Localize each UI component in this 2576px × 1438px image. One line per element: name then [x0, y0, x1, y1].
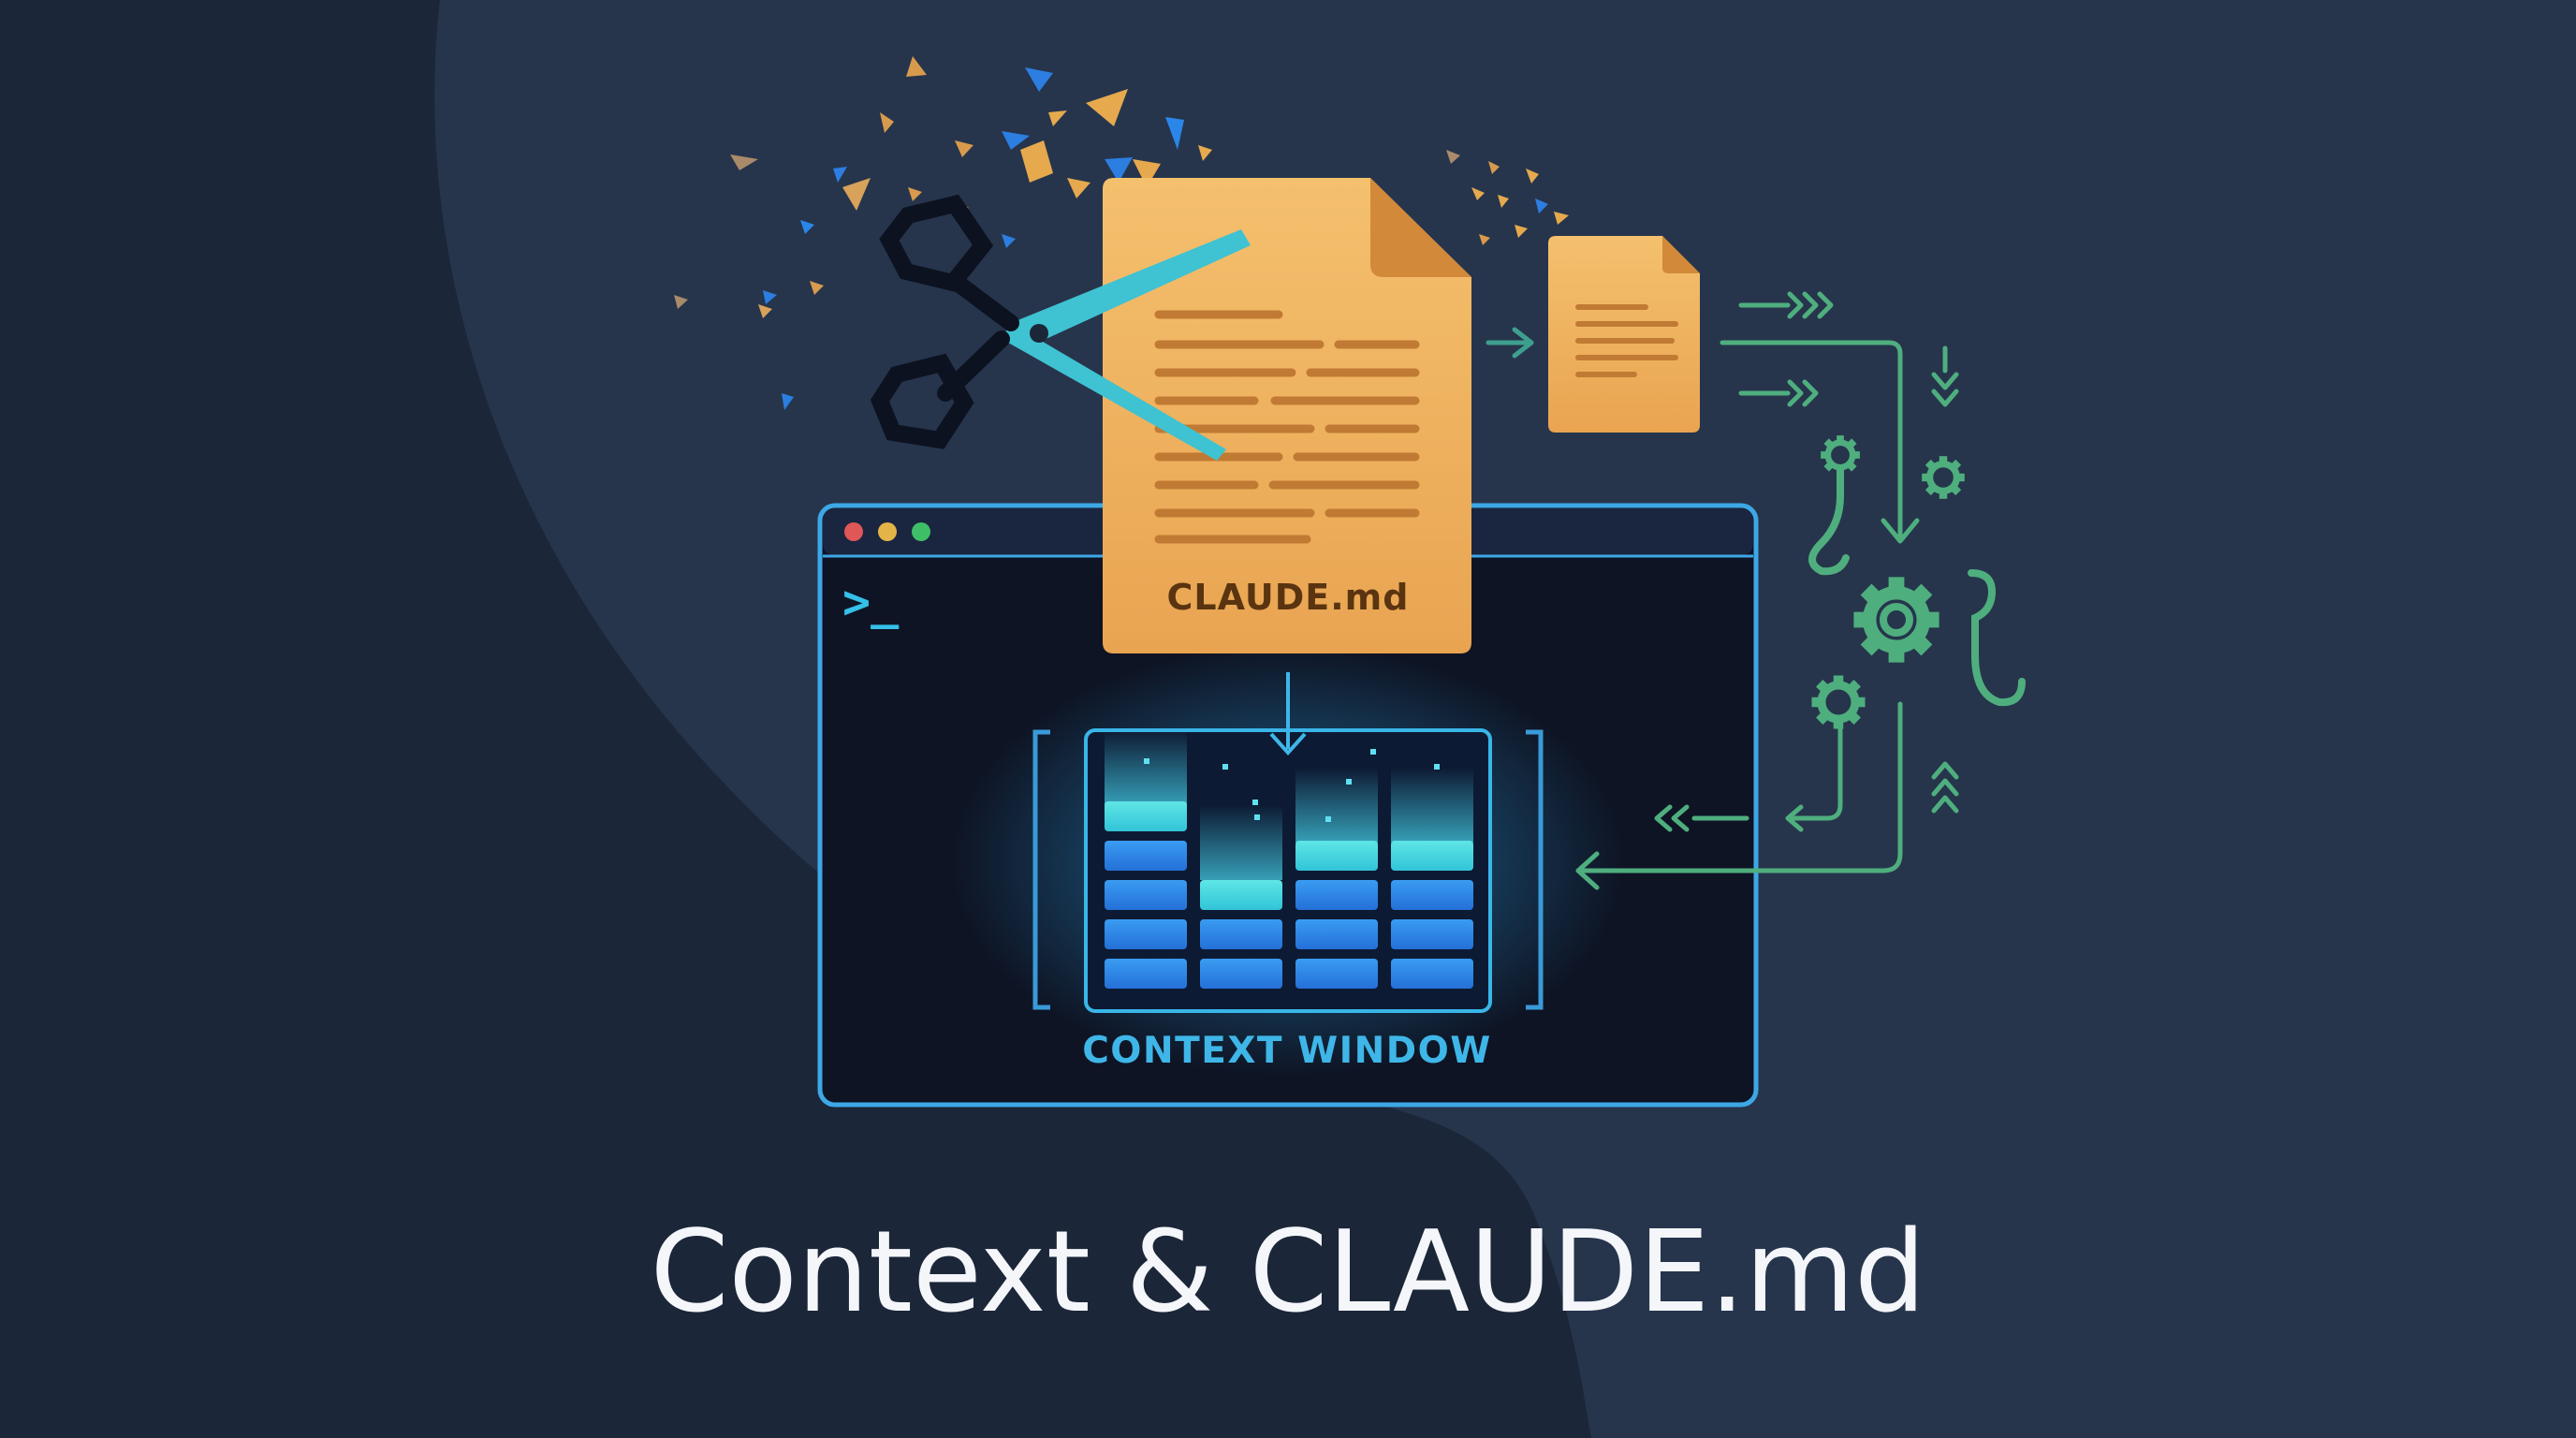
gear-icon [1812, 435, 1965, 728]
close-dot [844, 522, 863, 541]
document-icon [1446, 150, 1700, 433]
context-window-icon [951, 646, 1625, 1077]
terminal-prompt: >_ [842, 575, 900, 629]
context-window-label: CONTEXT WINDOW [1082, 1030, 1492, 1072]
flow-arrows [1486, 291, 1959, 890]
maximize-dot [912, 522, 930, 541]
scissors-icon [870, 194, 1251, 461]
document-label: CLAUDE.md [1166, 577, 1410, 618]
page-title: Context & CLAUDE.md [650, 1208, 1926, 1338]
minimize-dot [878, 522, 897, 541]
document-icon [1103, 178, 1471, 653]
hook-icon [1808, 464, 2026, 707]
